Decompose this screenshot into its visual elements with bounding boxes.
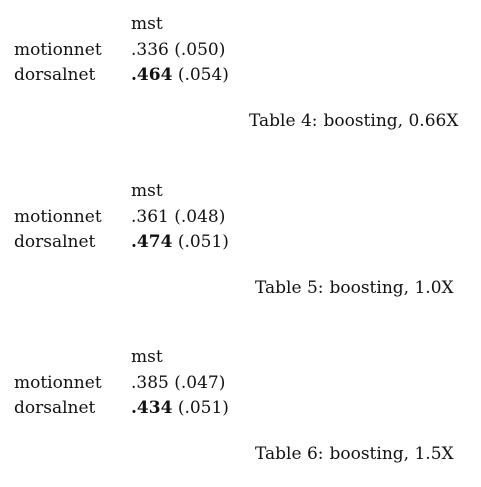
mean-value: .336 — [131, 40, 169, 60]
caption-number: Table 5: — [255, 278, 324, 298]
std-value: (.047) — [174, 373, 226, 393]
std-value: (.048) — [174, 207, 226, 227]
value-dorsalnet: .434 (.051) — [131, 398, 229, 418]
caption-number: Table 6: — [255, 444, 324, 464]
std-value: (.051) — [177, 398, 229, 418]
table-caption: Table 5:boosting, 1.0X — [255, 277, 454, 299]
table-caption: Table 6:boosting, 1.5X — [255, 443, 454, 465]
std-value: (.054) — [177, 65, 229, 85]
mean-value: .361 — [131, 207, 169, 227]
row-label-motionnet: motionnet — [14, 40, 102, 60]
std-value: (.051) — [177, 232, 229, 252]
mean-value-best: .434 — [131, 398, 173, 418]
column-header-mst: mst — [131, 14, 163, 34]
row-label-dorsalnet: dorsalnet — [14, 232, 96, 252]
value-dorsalnet: .474 (.051) — [131, 232, 229, 252]
column-header-mst: mst — [131, 181, 163, 201]
value-motionnet: .385 (.047) — [131, 373, 225, 393]
column-header-mst: mst — [131, 347, 163, 367]
value-dorsalnet: .464 (.054) — [131, 65, 229, 85]
value-motionnet: .361 (.048) — [131, 207, 225, 227]
row-label-dorsalnet: dorsalnet — [14, 398, 96, 418]
row-label-dorsalnet: dorsalnet — [14, 65, 96, 85]
caption-text: boosting, 1.5X — [329, 444, 454, 464]
caption-text: boosting, 0.66X — [323, 111, 459, 131]
caption-number: Table 4: — [249, 111, 318, 131]
table-6: mst motionnet .385 (.047) dorsalnet .434… — [0, 337, 481, 487]
value-motionnet: .336 (.050) — [131, 40, 225, 60]
std-value: (.050) — [174, 40, 226, 60]
row-label-motionnet: motionnet — [14, 373, 102, 393]
mean-value-best: .464 — [131, 65, 173, 85]
mean-value: .385 — [131, 373, 169, 393]
mean-value-best: .474 — [131, 232, 173, 252]
caption-text: boosting, 1.0X — [329, 278, 454, 298]
table-caption: Table 4:boosting, 0.66X — [249, 110, 458, 132]
row-label-motionnet: motionnet — [14, 207, 102, 227]
table-4: mst motionnet .336 (.050) dorsalnet .464… — [0, 4, 481, 154]
table-5: mst motionnet .361 (.048) dorsalnet .474… — [0, 171, 481, 321]
